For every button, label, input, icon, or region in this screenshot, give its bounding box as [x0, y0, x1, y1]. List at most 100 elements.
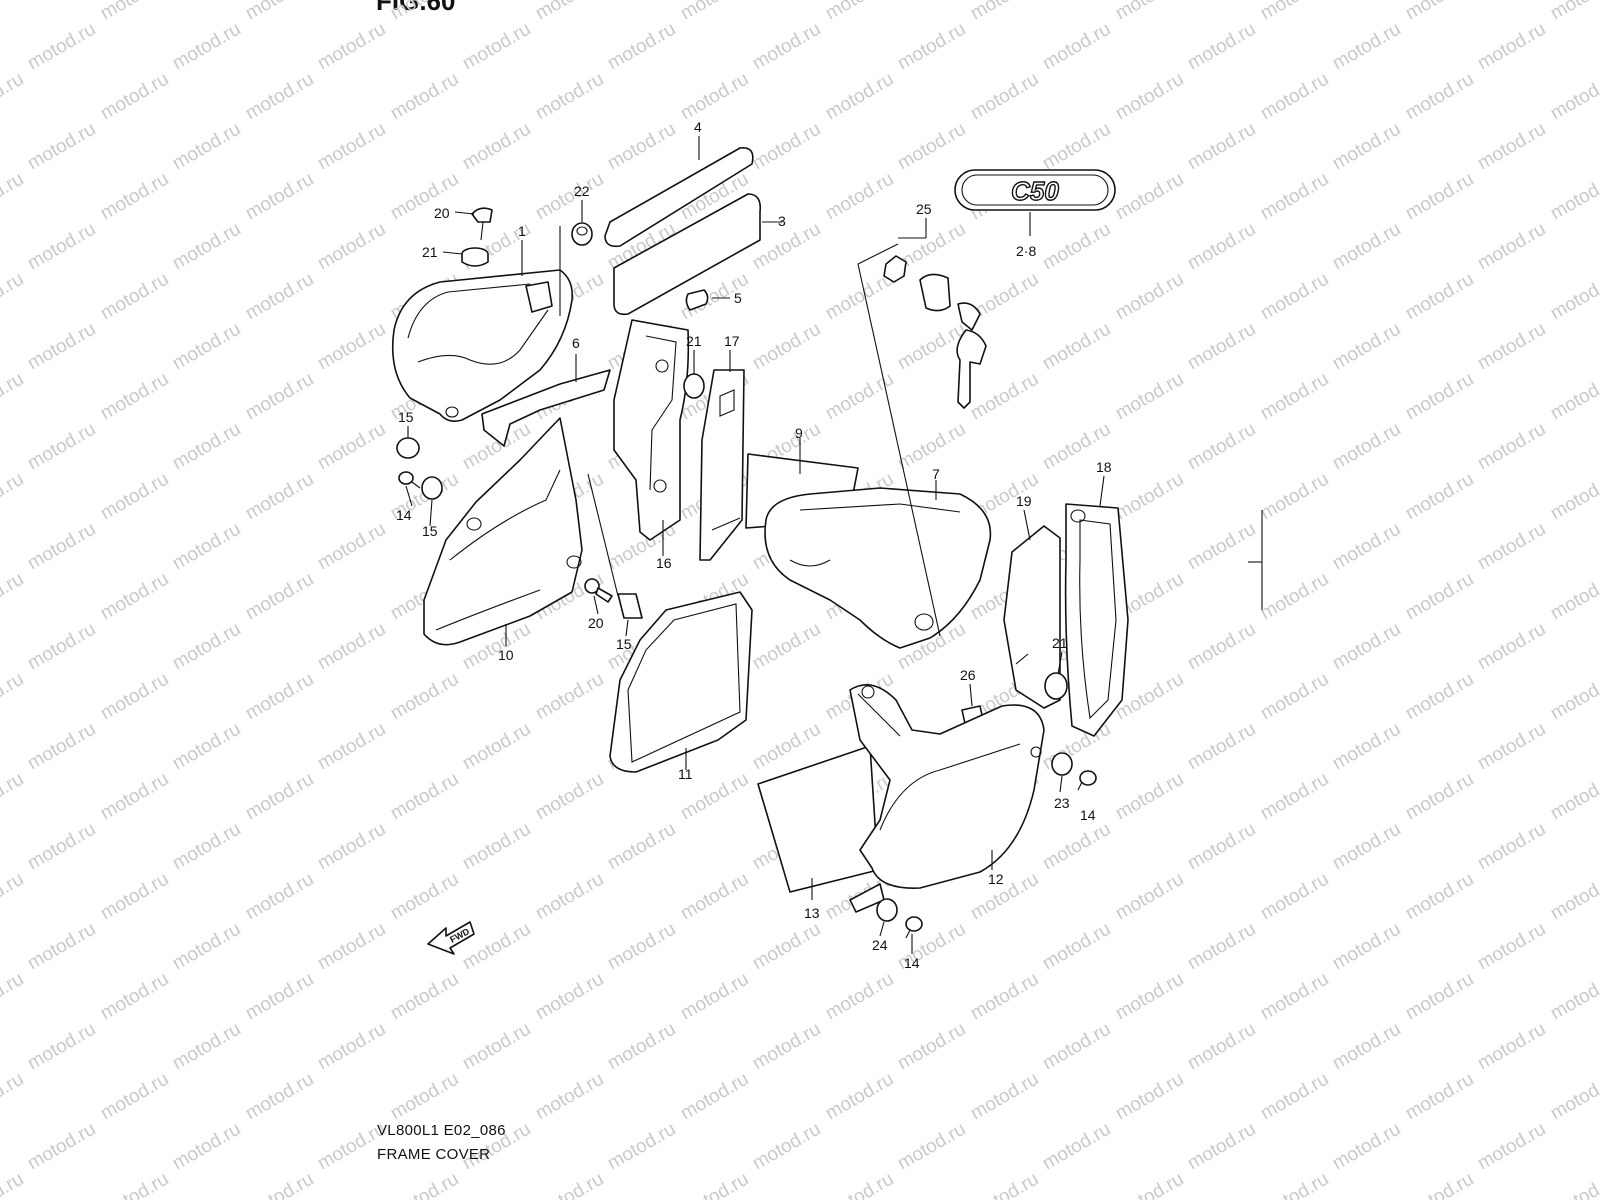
callout-numbers: 4 3 5 22 20 21 1 6 15 14 15 21 17 16 9 7… — [396, 119, 1112, 971]
part-18-rubber-cover — [1064, 503, 1129, 737]
watermark-text: motod.ru — [1112, 0, 1187, 24]
watermark-text: motod.ru — [1474, 1119, 1549, 1175]
watermark-text: motod.ru — [387, 669, 462, 725]
watermark-text: motod.ru — [97, 0, 172, 24]
watermark-text: motod.ru — [387, 769, 462, 825]
watermark-text: motod.ru — [314, 519, 389, 575]
watermark-text: motod.ru — [532, 869, 607, 925]
part-21-grommet-right — [1044, 672, 1068, 700]
watermark-text: motod.ru — [1329, 519, 1404, 575]
watermark-text: motod.ru — [24, 19, 99, 75]
watermark-text: motod.ru — [1474, 119, 1549, 175]
part-19-seal-plate — [1003, 525, 1061, 709]
watermark-text: motod.ru — [1474, 819, 1549, 875]
callout-21c: 21 — [1052, 635, 1068, 651]
watermark-text: motod.ru — [532, 0, 607, 24]
callout-14b: 14 — [1080, 807, 1096, 823]
watermark-text: motod.ru — [749, 119, 824, 175]
callout-15b: 15 — [422, 523, 438, 539]
watermark-text: motod.ru — [1402, 1169, 1477, 1200]
watermark-text: motod.ru — [1257, 669, 1332, 725]
watermark-text: motod.ru — [97, 969, 172, 1025]
watermark-text: motod.ru — [1329, 819, 1404, 875]
watermark-text: motod.ru — [0, 769, 27, 825]
watermark-text: motod.ru — [1112, 69, 1187, 125]
watermark-text: motod.ru — [1184, 19, 1259, 75]
watermark-text: motod.ru — [822, 1069, 897, 1125]
watermark-text: motod.ru — [1474, 519, 1549, 575]
watermark-text: motod.ru — [24, 919, 99, 975]
watermark-text: motod.ru — [604, 819, 679, 875]
watermark-text: motod.ru — [459, 1019, 534, 1075]
watermark-text: motod.ru — [169, 1119, 244, 1175]
watermark-text: motod.ru — [24, 219, 99, 275]
watermark-text: motod.ru — [169, 919, 244, 975]
callout-9: 9 — [795, 425, 803, 441]
watermark-text: motod.ru — [1329, 1019, 1404, 1075]
watermark-text: motod.ru — [1257, 869, 1332, 925]
watermark-text: motod.ru — [1402, 869, 1477, 925]
watermark-text: motod.ru — [169, 219, 244, 275]
watermark-text: motod.ru — [314, 419, 389, 475]
callout-5: 5 — [734, 290, 742, 306]
watermark-text: motod.ru — [242, 1069, 317, 1125]
watermark-text: motod.ru — [387, 1069, 462, 1125]
watermark-text: motod.ru — [1547, 369, 1600, 425]
watermark-text: motod.ru — [1402, 469, 1477, 525]
watermark-text: motod.ru — [1474, 1019, 1549, 1075]
watermark-text: motod.ru — [242, 669, 317, 725]
watermark-text: motod.ru — [242, 0, 317, 24]
watermark-text: motod.ru — [387, 869, 462, 925]
watermark-text: motod.ru — [0, 1069, 27, 1125]
callout-25: 25 — [916, 201, 932, 217]
watermark-text: motod.ru — [1474, 19, 1549, 75]
watermark-text: motod.ru — [242, 169, 317, 225]
watermark-text: motod.ru — [1039, 1019, 1114, 1075]
watermark-text: motod.ru — [532, 1169, 607, 1200]
part-4-strip — [604, 147, 754, 248]
watermark-text: motod.ru — [1474, 219, 1549, 275]
watermark-text: motod.ru — [677, 1169, 752, 1200]
watermark-text: motod.ru — [24, 519, 99, 575]
watermark-text: motod.ru — [1257, 69, 1332, 125]
watermark-text: motod.ru — [1184, 319, 1259, 375]
watermark-text: motod.ru — [314, 619, 389, 675]
watermark-text: motod.ru — [0, 969, 27, 1025]
callout-12: 12 — [988, 871, 1004, 887]
watermark-text: motod.ru — [1039, 119, 1114, 175]
watermark-text: motod.ru — [1474, 419, 1549, 475]
watermark-text: motod.ru — [1402, 569, 1477, 625]
watermark-text: motod.ru — [1257, 169, 1332, 225]
callout-15a: 15 — [398, 409, 414, 425]
watermark-text: motod.ru — [967, 0, 1042, 24]
part-17-plate — [699, 369, 745, 561]
watermark-text: motod.ru — [677, 69, 752, 125]
watermark-text: motod.ru — [1184, 1119, 1259, 1175]
watermark-text: motod.ru — [1039, 19, 1114, 75]
watermark-text: motod.ru — [1329, 219, 1404, 275]
watermark-text: motod.ru — [0, 569, 27, 625]
watermark-text: motod.ru — [1184, 819, 1259, 875]
watermark-text: motod.ru — [1402, 269, 1477, 325]
watermark-text: motod.ru — [459, 119, 534, 175]
watermark-text: motod.ru — [1402, 669, 1477, 725]
watermark-text: motod.ru — [459, 719, 534, 775]
watermark-text: motod.ru — [677, 1069, 752, 1125]
callout-14c: 14 — [904, 955, 920, 971]
watermark-text: motod.ru — [1184, 519, 1259, 575]
watermark-text: motod.ru — [1402, 369, 1477, 425]
callout-18: 18 — [1096, 459, 1112, 475]
watermark-text: motod.ru — [1112, 869, 1187, 925]
watermark-text: motod.ru — [242, 469, 317, 525]
watermark-text: motod.ru — [24, 719, 99, 775]
watermark-text: motod.ru — [532, 669, 607, 725]
watermark-text: motod.ru — [97, 669, 172, 725]
watermark-text: motod.ru — [1039, 319, 1114, 375]
watermark-text: motod.ru — [532, 69, 607, 125]
watermark-text: motod.ru — [967, 1069, 1042, 1125]
watermark-text: motod.ru — [967, 1169, 1042, 1200]
part-24-spacer — [876, 898, 898, 922]
watermark-text: motod.ru — [967, 369, 1042, 425]
watermark-text: motod.ru — [1257, 369, 1332, 425]
